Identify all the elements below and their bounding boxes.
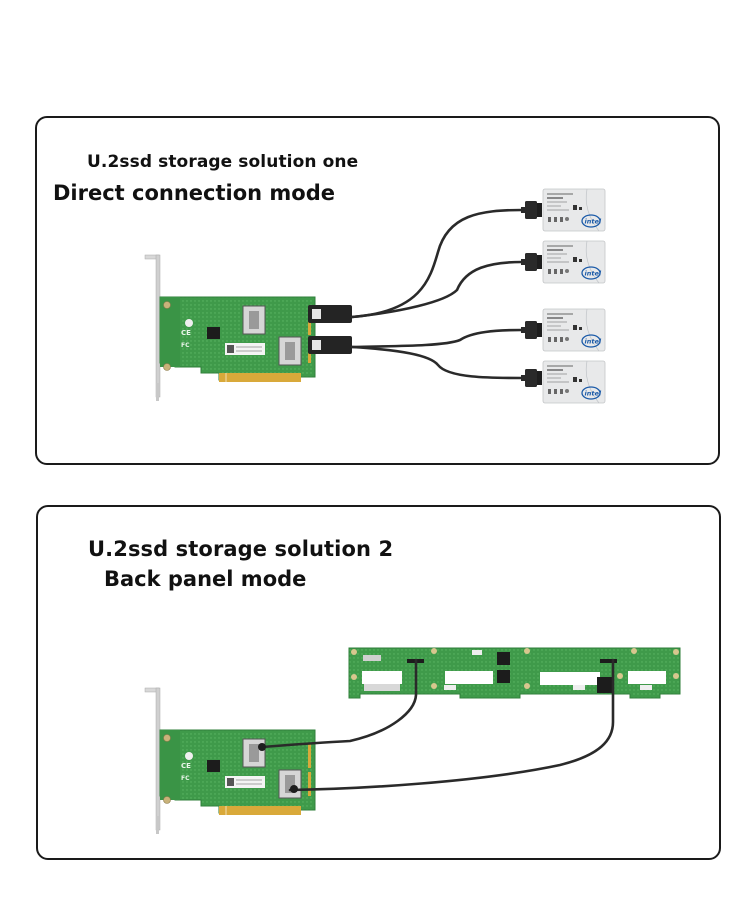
ssd-drive-4 xyxy=(521,360,606,404)
cable-to-ssd-1 xyxy=(350,208,524,319)
ssd-drive-3 xyxy=(521,308,606,352)
cable-port-2-to-backplane xyxy=(288,658,615,792)
solution-one-panel: U.2ssd storage solution one Direct conne… xyxy=(35,116,720,465)
ssd-drive-1 xyxy=(521,188,606,232)
cable-to-ssd-2 xyxy=(350,260,524,319)
cable-plug-port-1 xyxy=(258,743,266,751)
drive-backplane xyxy=(348,647,681,699)
ssd-drive-2 xyxy=(521,240,606,284)
cable-plug-port-2 xyxy=(290,785,298,793)
adapter-card-2 xyxy=(144,687,316,835)
adapter-card-1 xyxy=(144,254,316,402)
cable-port-1-to-backplane xyxy=(260,658,418,749)
solution-two-subtitle: U.2ssd storage solution 2 xyxy=(88,537,394,561)
cable-head-port-2 xyxy=(308,336,352,354)
cable-head-port-1 xyxy=(308,305,352,323)
cable-to-ssd-4 xyxy=(350,345,524,380)
solution-one-subtitle: U.2ssd storage solution one xyxy=(87,152,359,172)
solution-two-title: Back panel mode xyxy=(104,567,307,591)
solution-one-title: Direct connection mode xyxy=(53,181,336,205)
backplane-cables xyxy=(260,658,615,792)
fanout-cables xyxy=(350,208,524,380)
cable-to-ssd-3 xyxy=(350,328,524,349)
